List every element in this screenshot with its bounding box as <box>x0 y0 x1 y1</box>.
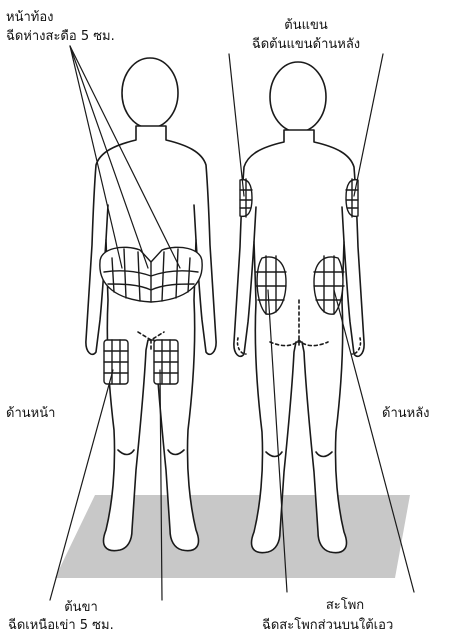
front-figure <box>86 58 216 551</box>
front-view-label: ด้านหน้า <box>6 406 55 422</box>
thigh-title: ต้นขา <box>36 600 126 616</box>
thigh-injection-grid-left <box>104 340 128 384</box>
abdomen-note: ฉีดห่างสะดือ 5 ซม. <box>6 29 115 45</box>
buttock-title: สะโพก <box>300 598 390 614</box>
thigh-injection-grid-right <box>154 340 178 384</box>
upper-arm-note: ฉีดต้นแขนด้านหลัง <box>226 37 386 53</box>
back-figure <box>234 62 364 553</box>
thigh-note: ฉีดเหนือเข่า 5 ซม. <box>8 618 114 634</box>
buttock-note: ฉีดสะโพกส่วนบนใต้เอว <box>262 618 393 634</box>
buttock-injection-grid-right <box>314 256 344 314</box>
back-view-label: ด้านหลัง <box>382 406 430 422</box>
upper-arm-title: ต้นแขน <box>236 18 376 34</box>
upper-arm-injection-grid-left <box>240 179 252 217</box>
abdomen-title: หน้าท้อง <box>6 10 53 26</box>
buttock-injection-grid-left <box>256 256 286 314</box>
